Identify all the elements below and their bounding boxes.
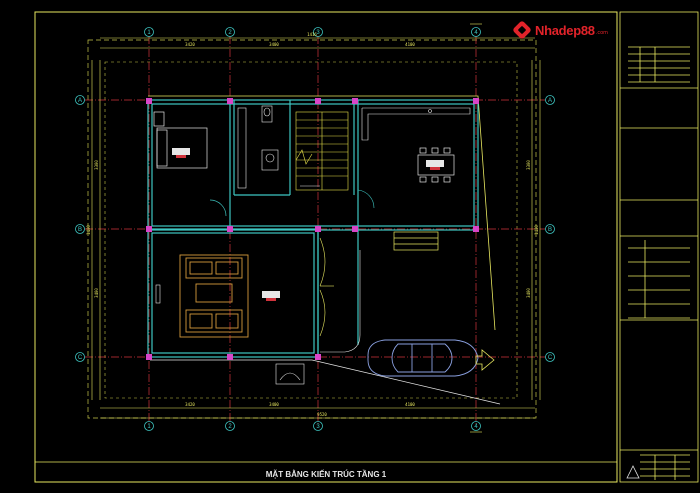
walls bbox=[147, 99, 479, 358]
axis-label-B-right: B bbox=[548, 227, 552, 233]
room-tag-living bbox=[262, 291, 280, 298]
lot-line bbox=[148, 95, 496, 331]
axis-label-1-top: 1 bbox=[147, 30, 151, 36]
room-tag-kitchen bbox=[426, 160, 444, 167]
axis-label-2-bottom: 2 bbox=[228, 424, 232, 430]
dim-bottom-3: 4100 bbox=[405, 402, 415, 407]
dim-top-3: 4100 bbox=[405, 42, 415, 47]
fence-line-bottom bbox=[150, 359, 501, 405]
car-icon bbox=[367, 339, 479, 377]
tv-cabinet bbox=[155, 284, 161, 304]
title-block-table-top bbox=[628, 46, 690, 83]
title-block bbox=[619, 11, 699, 483]
watermark-brand: Nhadep88 bbox=[535, 22, 595, 38]
dim-left-total: 1400 bbox=[86, 225, 91, 235]
axis-label-C-right: C bbox=[548, 355, 553, 361]
axis-label-C-left: C bbox=[78, 355, 83, 361]
living-room-furniture bbox=[179, 254, 249, 338]
site-boundary-inner bbox=[104, 61, 518, 399]
staircase bbox=[295, 111, 349, 191]
axis-label-2-top: 2 bbox=[228, 30, 232, 36]
dim-right-1: 3300 bbox=[526, 160, 531, 170]
dim-bottom-2: 3400 bbox=[269, 402, 279, 407]
dim-right-2: 3400 bbox=[526, 288, 531, 298]
dimension-lines bbox=[91, 37, 541, 419]
wardrobe bbox=[153, 111, 165, 127]
bedroom-furniture bbox=[153, 111, 227, 217]
dim-top-total: 1416 bbox=[307, 32, 317, 37]
structural-columns bbox=[146, 98, 479, 360]
kitchen-counter bbox=[361, 107, 471, 141]
dim-bottom-1: 3420 bbox=[185, 402, 195, 407]
watermark-suffix: .com bbox=[595, 30, 609, 36]
sheet-border bbox=[34, 11, 618, 483]
title-block-table-bottom bbox=[626, 454, 690, 480]
kitchen-door bbox=[357, 189, 375, 209]
corner-marks bbox=[470, 23, 482, 433]
axis-label-4-bottom: 4 bbox=[474, 424, 478, 430]
sofa-top bbox=[185, 257, 243, 279]
axis-label-3-top: 3 bbox=[316, 30, 320, 36]
axis-label-4-top: 4 bbox=[474, 30, 478, 36]
axis-label-B-left: B bbox=[78, 227, 82, 233]
dim-top-1: 3420 bbox=[185, 42, 195, 47]
axis-label-1-bottom: 1 bbox=[147, 424, 151, 430]
planter-box bbox=[275, 363, 305, 385]
driveway-curve bbox=[320, 250, 361, 353]
room-tag-bedroom bbox=[172, 148, 190, 155]
dim-top-2: 3400 bbox=[269, 42, 279, 47]
axis-label-3-bottom: 3 bbox=[316, 424, 320, 430]
entry-steps bbox=[393, 231, 439, 251]
wc-fixtures bbox=[237, 105, 279, 189]
title-block-table-mid bbox=[628, 240, 690, 319]
drawing-title: MẶT BẰNG KIẾN TRÚC TẦNG 1 bbox=[266, 469, 387, 479]
dining-table bbox=[417, 147, 455, 183]
watermark-logo: Nhadep88 .com bbox=[512, 20, 610, 40]
house-logo-icon bbox=[512, 20, 532, 40]
dim-left-2: 3400 bbox=[94, 288, 99, 298]
axis-label-A-left: A bbox=[78, 98, 82, 104]
dim-left-1: 3300 bbox=[94, 160, 99, 170]
sofa-bottom bbox=[185, 309, 243, 333]
garage-doors bbox=[319, 237, 334, 337]
dim-bottom-total: 9520 bbox=[317, 412, 327, 417]
grid-bubbles bbox=[75, 27, 555, 431]
coffee-table bbox=[195, 283, 233, 303]
axis-label-A-right: A bbox=[548, 98, 552, 104]
grid-labels: 1 2 3 4 1 2 3 4 A B C A B C bbox=[78, 30, 553, 430]
entrance-arrow-icon bbox=[475, 349, 495, 371]
dim-right-total: 1400 bbox=[534, 225, 539, 235]
dimension-text: 1416 3420 3400 4100 3420 3400 4100 9520 … bbox=[86, 32, 539, 417]
north-triangle-icon bbox=[626, 465, 640, 479]
